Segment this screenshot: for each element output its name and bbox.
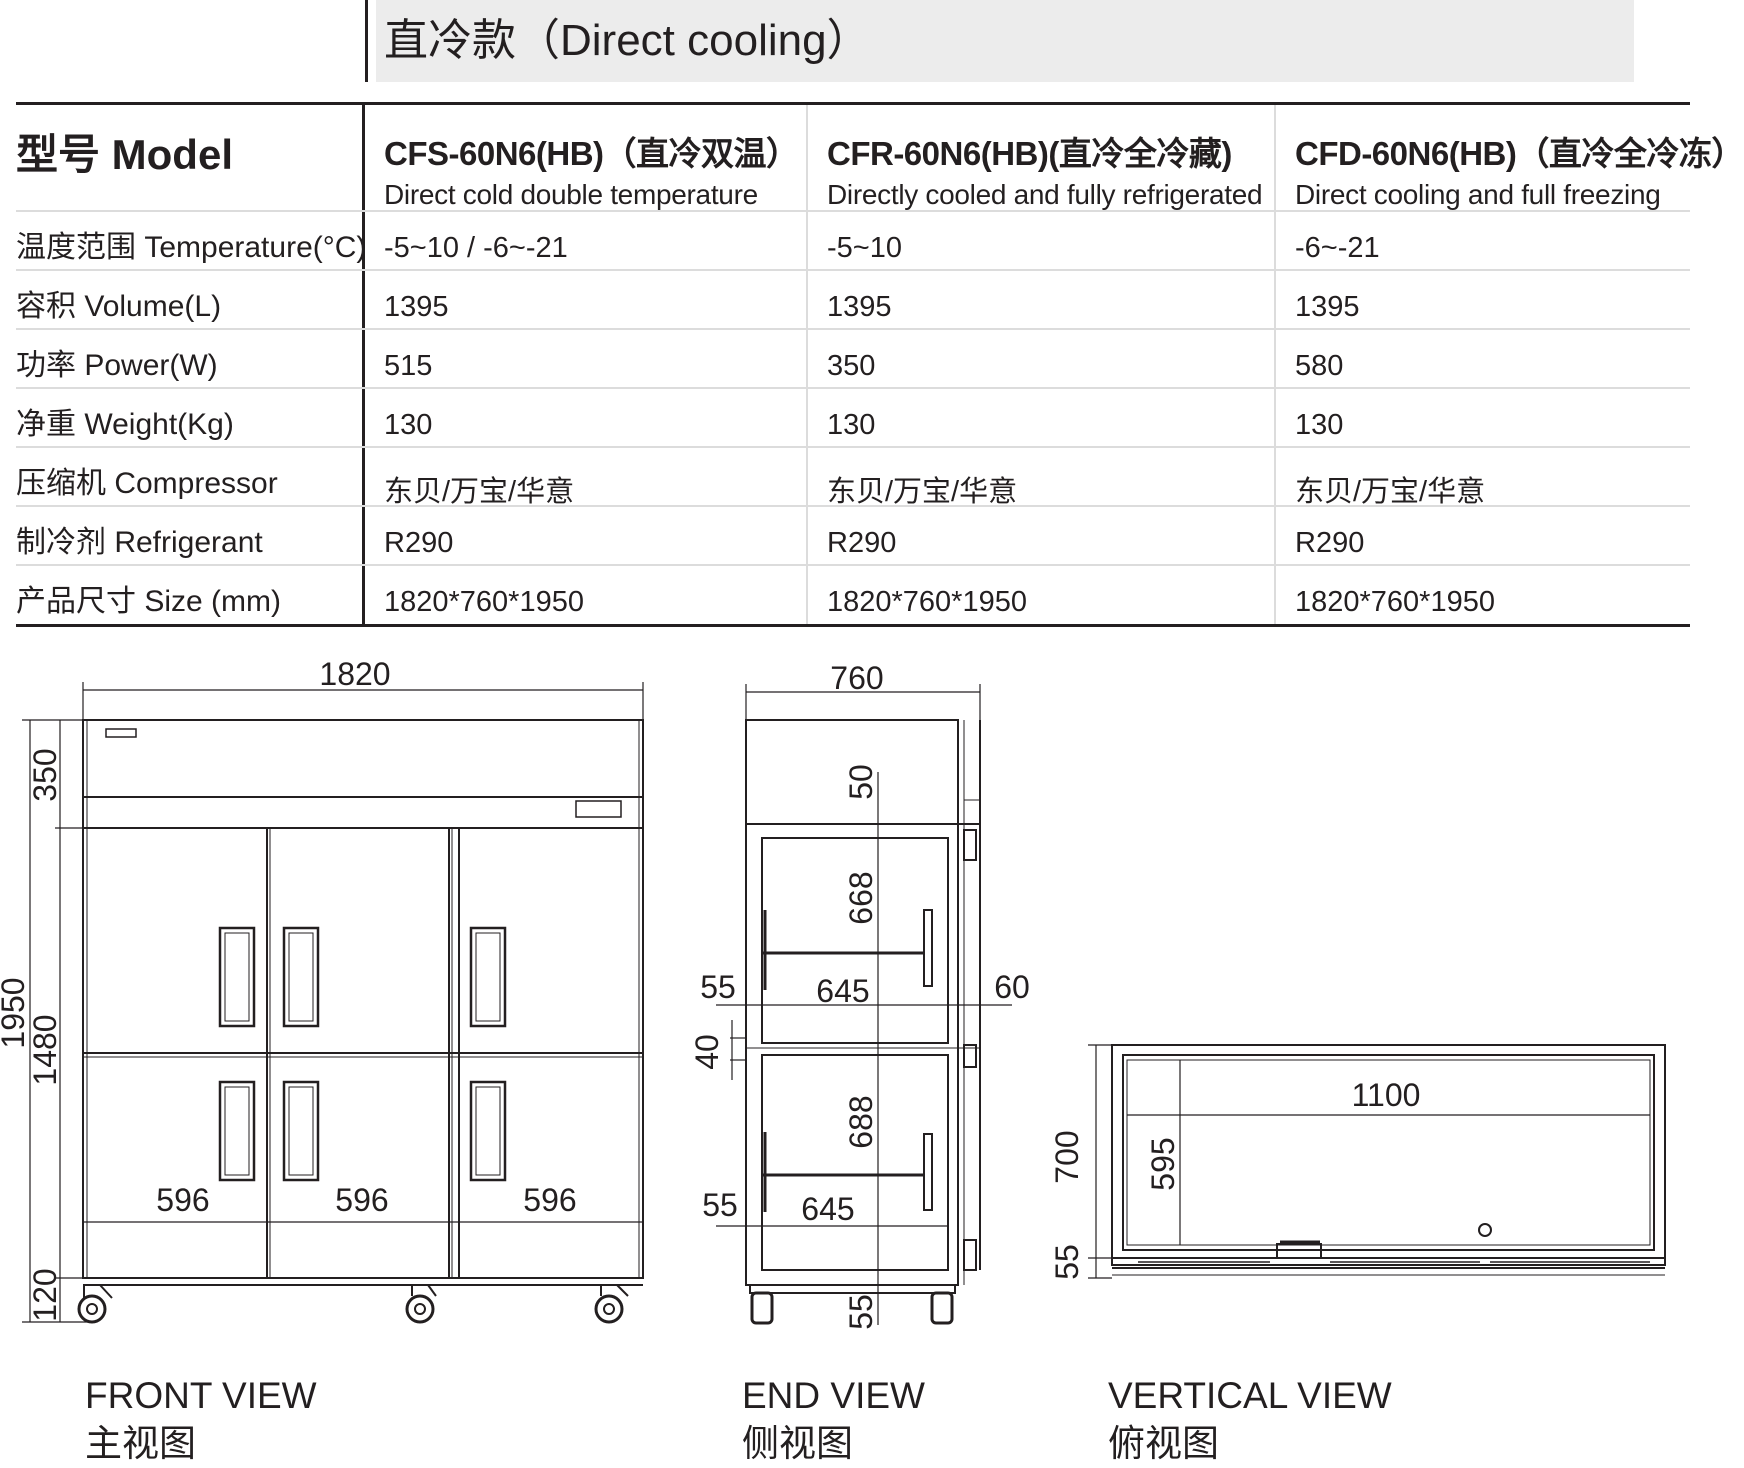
dim-end-lower-side: 55 xyxy=(702,1187,738,1223)
vertical-view-title: VERTICAL VIEW 俯视图 xyxy=(1108,1372,1392,1468)
model-name: CFD-60N6(HB)（直冷全冷冻） xyxy=(1295,135,1744,172)
dim-end-right-side: 60 xyxy=(994,969,1030,1005)
spec-row-power: 功率 Power(W) 515 350 580 xyxy=(16,330,1690,389)
row-value: R290 xyxy=(827,527,897,559)
row-label: 温度范围 Temperature(°C) xyxy=(16,231,367,264)
model-name: CFR-60N6(HB)(直冷全冷藏) xyxy=(827,135,1232,172)
front-view-dimensions: 1820 1950 350 1480 120 596 596 596 xyxy=(0,656,577,1322)
dim-top-front-gap: 55 xyxy=(1049,1244,1085,1280)
dim-end-lower-width: 645 xyxy=(801,1191,854,1227)
vertical-view-title-en: VERTICAL VIEW xyxy=(1108,1375,1392,1416)
row-value: 130 xyxy=(1295,409,1344,441)
spec-row-refrigerant: 制冷剂 Refrigerant R290 R290 R290 xyxy=(16,507,1690,566)
model-cell: CFS-60N6(HB)（直冷双温） Direct cold double te… xyxy=(365,105,808,210)
dim-front-door-width: 596 xyxy=(156,1182,209,1218)
row-value: -6~-21 xyxy=(1295,232,1380,264)
row-value: 1820*760*1950 xyxy=(1295,586,1495,618)
row-label: 压缩机 Compressor xyxy=(16,467,278,500)
dim-end-depth: 760 xyxy=(830,660,883,696)
end-view-dimensions: 760 50 668 645 55 60 40 688 645 55 55 xyxy=(689,660,1030,1330)
dim-end-middle-gap: 40 xyxy=(689,1034,725,1070)
model-label: 型号 Model xyxy=(16,131,233,178)
dim-end-upper-width: 645 xyxy=(816,973,869,1009)
row-value: 东贝/万宝/华意 xyxy=(827,476,1018,508)
end-view-drawing xyxy=(716,684,1012,1325)
front-view-title: FRONT VIEW 主视图 xyxy=(85,1372,317,1468)
row-value: 130 xyxy=(384,409,433,441)
dim-front-door-width: 596 xyxy=(335,1182,388,1218)
dim-front-door-width: 596 xyxy=(523,1182,576,1218)
spec-row-volume: 容积 Volume(L) 1395 1395 1395 xyxy=(16,271,1690,330)
row-value: R290 xyxy=(1295,527,1365,559)
row-label: 净重 Weight(Kg) xyxy=(16,408,234,441)
dim-front-base-height: 120 xyxy=(27,1268,63,1321)
front-view-title-en: FRONT VIEW xyxy=(85,1375,317,1416)
row-value: -5~10 / -6~-21 xyxy=(384,232,568,264)
dim-end-lower-height: 688 xyxy=(843,1095,879,1148)
banner-separator xyxy=(365,0,368,82)
row-value: 1395 xyxy=(384,291,449,323)
model-name: CFS-60N6(HB)（直冷双温） xyxy=(384,135,799,172)
model-cell: CFR-60N6(HB)(直冷全冷藏) Directly cooled and … xyxy=(808,105,1276,210)
row-value: 东贝/万宝/华意 xyxy=(1295,476,1486,508)
vertical-view-drawing xyxy=(1088,1044,1666,1279)
dim-end-upper-height: 668 xyxy=(843,871,879,924)
spec-row-weight: 净重 Weight(Kg) 130 130 130 xyxy=(16,389,1690,448)
spec-row-compressor: 压缩机 Compressor 东贝/万宝/华意 东贝/万宝/华意 东贝/万宝/华… xyxy=(16,448,1690,508)
model-cell: CFD-60N6(HB)（直冷全冷冻） Direct cooling and f… xyxy=(1276,105,1744,210)
model-description: Direct cold double temperature xyxy=(384,179,758,210)
vertical-view-dimensions: 1100 700 595 55 xyxy=(1049,1077,1420,1280)
row-value: 1820*760*1950 xyxy=(827,586,1027,618)
dim-end-top-gap: 50 xyxy=(843,764,879,800)
row-value: 东贝/万宝/华意 xyxy=(384,476,575,508)
dim-front-door-height: 1480 xyxy=(27,1014,63,1085)
row-value: 350 xyxy=(827,350,876,382)
row-label: 制冷剂 Refrigerant xyxy=(16,526,263,559)
end-view-title-en: END VIEW xyxy=(742,1375,925,1416)
row-value: R290 xyxy=(384,527,454,559)
spec-row-temperature: 温度范围 Temperature(°C) -5~10 / -6~-21 -5~1… xyxy=(16,212,1690,271)
row-value: -5~10 xyxy=(827,232,902,264)
front-view-title-cn: 主视图 xyxy=(85,1423,196,1465)
front-view-drawing xyxy=(22,682,644,1324)
dim-end-upper-side: 55 xyxy=(700,969,736,1005)
row-value: 580 xyxy=(1295,350,1344,382)
dim-top-inner-depth: 595 xyxy=(1145,1137,1181,1190)
row-label: 容积 Volume(L) xyxy=(16,290,222,323)
row-value: 1395 xyxy=(827,291,892,323)
dim-front-total-height: 1950 xyxy=(0,977,31,1048)
spec-header-row: 型号 Model CFS-60N6(HB)（直冷双温） Direct cold … xyxy=(16,102,1744,212)
row-value: 130 xyxy=(827,409,876,441)
spec-row-size: 产品尺寸 Size (mm) 1820*760*1950 1820*760*19… xyxy=(16,566,1690,627)
row-value: 515 xyxy=(384,350,433,382)
model-description: Direct cooling and full freezing xyxy=(1295,179,1661,210)
row-label: 产品尺寸 Size (mm) xyxy=(16,585,281,618)
dim-front-top-height: 350 xyxy=(27,748,63,801)
dim-top-inner-width: 1100 xyxy=(1352,1077,1421,1113)
end-view-title-cn: 侧视图 xyxy=(742,1423,853,1465)
vertical-view-title-cn: 俯视图 xyxy=(1108,1423,1219,1465)
end-view-title: END VIEW 侧视图 xyxy=(742,1372,925,1468)
model-label-cell: 型号 Model xyxy=(16,105,365,210)
section-banner: 直冷款（Direct cooling） xyxy=(376,0,1634,82)
technical-drawings: 1820 1950 350 1480 120 596 596 596 760 5… xyxy=(0,656,1666,1330)
dim-front-width: 1820 xyxy=(319,656,390,692)
row-value: 1395 xyxy=(1295,291,1360,323)
dim-top-depth: 700 xyxy=(1049,1130,1085,1183)
row-value: 1820*760*1950 xyxy=(384,586,584,618)
dim-end-base-height: 55 xyxy=(843,1294,879,1330)
model-description: Directly cooled and fully refrigerated xyxy=(827,179,1263,210)
row-label: 功率 Power(W) xyxy=(16,349,218,382)
